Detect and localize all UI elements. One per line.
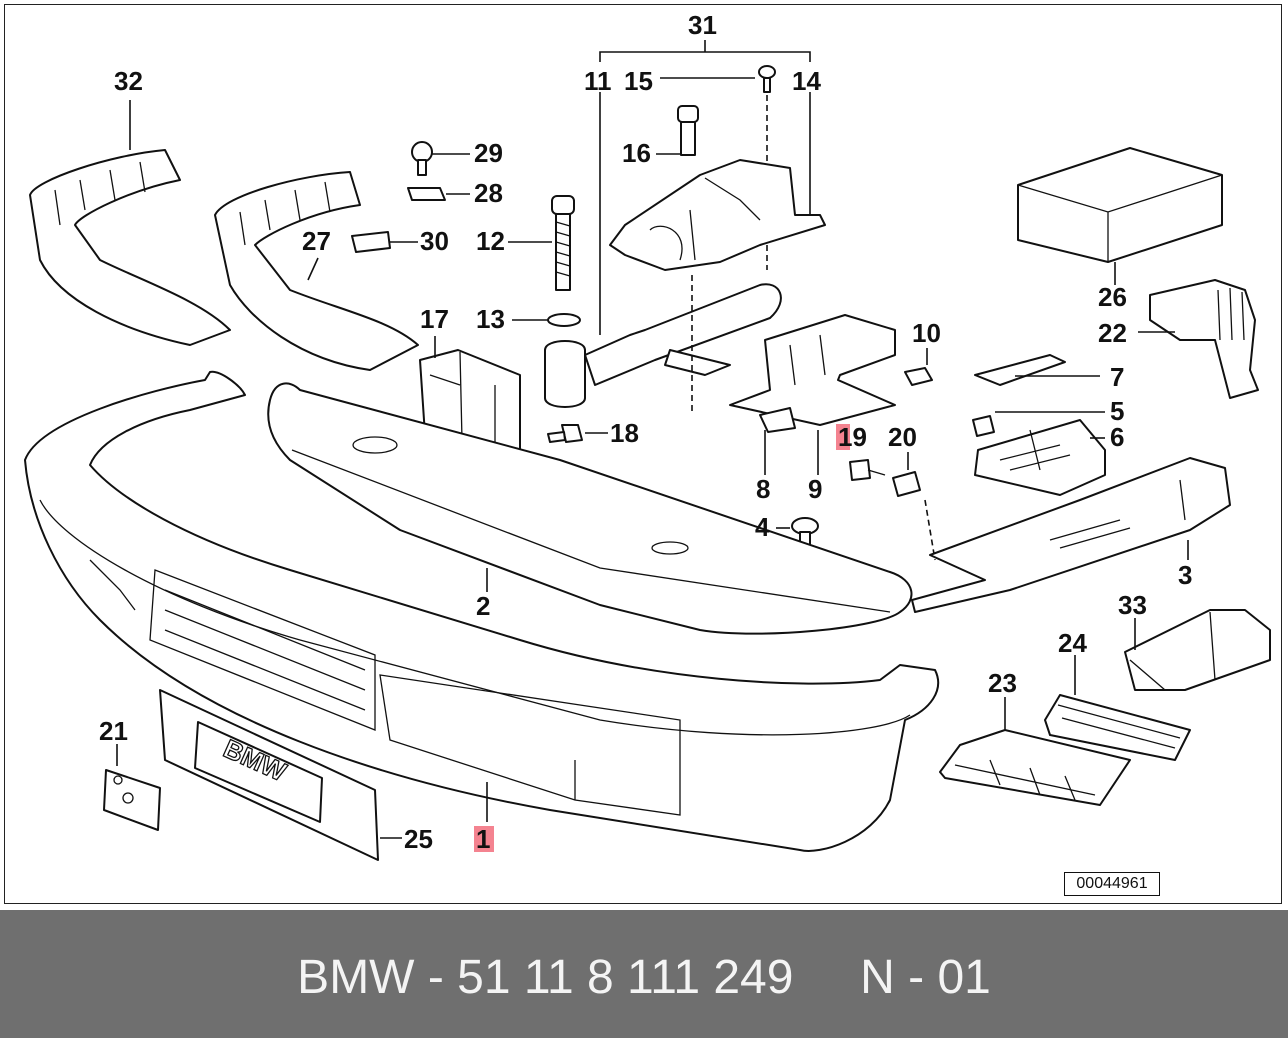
- label-part-17[interactable]: 17: [420, 304, 449, 334]
- diagram-reference-number: 00044961: [1064, 872, 1160, 896]
- clip-30: [351, 231, 418, 253]
- screw-19: [849, 459, 886, 481]
- label-part-21[interactable]: 21: [99, 716, 128, 746]
- label-part-4[interactable]: 4: [755, 512, 770, 542]
- fastener-29: [411, 141, 470, 176]
- bracket-6: [974, 419, 1106, 496]
- label-part-31[interactable]: 31: [688, 10, 717, 40]
- mount-bracket-10: [729, 314, 933, 426]
- bolt-12: [508, 195, 575, 291]
- label-part-25[interactable]: 25: [404, 824, 433, 854]
- license-plate-holder-25: BMW: [159, 689, 402, 861]
- bumper-1: [24, 370, 940, 852]
- label-part-32[interactable]: 32: [114, 66, 143, 96]
- label-part-23[interactable]: 23: [988, 668, 1017, 698]
- impact-absorber-11: [544, 92, 782, 415]
- bolt-16: [656, 105, 699, 156]
- bolt-18: [547, 424, 608, 443]
- clip-28: [407, 187, 470, 201]
- highlight-part-1: [474, 826, 494, 852]
- nut-20: [892, 452, 936, 561]
- highlight-part-19: [836, 424, 850, 450]
- part-number-title: BMW - 51 11 8 111 249 N - 01: [297, 951, 991, 1004]
- clip-7: [974, 354, 1100, 386]
- label-part-9[interactable]: 9: [808, 474, 822, 504]
- side-trim-32: [29, 100, 231, 346]
- exploded-parts-diagram: BMW 1 2 3 4 5 6: [24, 10, 1271, 861]
- grille-24: [1044, 655, 1191, 761]
- label-part-3[interactable]: 3: [1178, 560, 1192, 590]
- label-part-10[interactable]: 10: [912, 318, 941, 348]
- nut-5: [972, 411, 1105, 437]
- bracket-26: [1017, 147, 1223, 285]
- label-part-2[interactable]: 2: [476, 591, 490, 621]
- label-part-19[interactable]: 19: [838, 422, 867, 452]
- side-bracket-3: [911, 457, 1231, 613]
- label-part-24[interactable]: 24: [1058, 628, 1087, 658]
- label-part-15[interactable]: 15: [624, 66, 653, 96]
- label-part-28[interactable]: 28: [474, 178, 503, 208]
- washer-13: [512, 313, 581, 327]
- label-part-7[interactable]: 7: [1110, 362, 1124, 392]
- label-part-11[interactable]: 11: [584, 66, 612, 96]
- clip-8: [759, 407, 796, 475]
- label-part-22[interactable]: 22: [1098, 318, 1127, 348]
- label-part-30[interactable]: 30: [420, 226, 449, 256]
- label-part-14[interactable]: 14: [792, 66, 821, 96]
- label-part-8[interactable]: 8: [756, 474, 770, 504]
- label-part-27[interactable]: 27: [302, 226, 331, 256]
- label-part-1[interactable]: 1: [476, 824, 490, 854]
- label-part-18[interactable]: 18: [610, 418, 639, 448]
- label-part-13[interactable]: 13: [476, 304, 505, 334]
- label-part-29[interactable]: 29: [474, 138, 503, 168]
- bracket-14: [609, 92, 826, 271]
- side-trim-27: [214, 171, 419, 371]
- bumper-carrier-2: [267, 382, 913, 635]
- air-duct-33: [1124, 609, 1271, 691]
- grille-23: [939, 697, 1131, 806]
- label-part-20[interactable]: 20: [888, 422, 917, 452]
- label-part-12[interactable]: 12: [476, 226, 505, 256]
- label-part-26[interactable]: 26: [1098, 282, 1127, 312]
- label-part-16[interactable]: 16: [622, 138, 651, 168]
- label-part-6[interactable]: 6: [1110, 422, 1124, 452]
- plate-bracket-21: [103, 744, 161, 831]
- label-part-5[interactable]: 5: [1110, 396, 1124, 426]
- footer-bar: BMW - 51 11 8 111 249 N - 01: [0, 910, 1288, 1038]
- label-part-33[interactable]: 33: [1118, 590, 1147, 620]
- bracket-22: [1138, 279, 1259, 399]
